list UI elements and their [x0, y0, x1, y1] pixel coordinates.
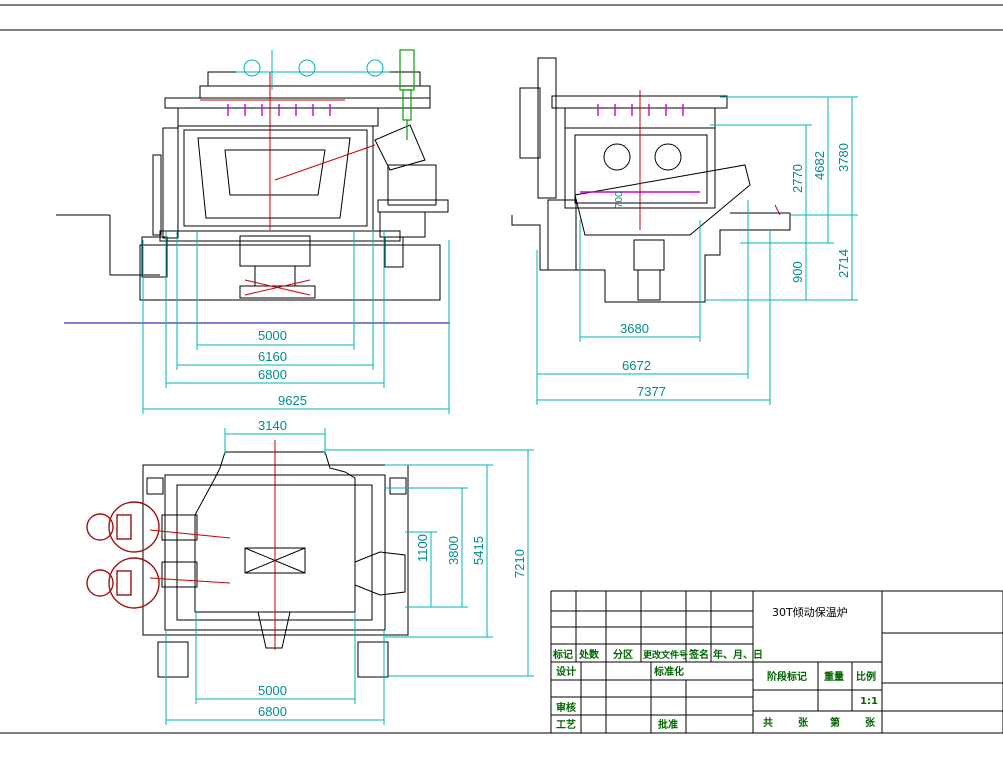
- tb-mark: 标记: [552, 648, 573, 661]
- title-block: [550, 590, 1003, 734]
- drawing-title: 30T倾动保温炉: [772, 605, 848, 619]
- top-dim-5415: 5415: [471, 536, 486, 565]
- front-view: 5000 6160 6800 9625: [56, 49, 450, 414]
- side-dim-700: 700: [614, 191, 625, 208]
- top-view: 3140 5000 6800 1100 3800 5415 7210: [86, 418, 534, 725]
- top-dim-1100: 1100: [415, 534, 430, 562]
- tb-design: 设计: [556, 665, 576, 678]
- side-dim-3680: 3680: [620, 321, 649, 336]
- sheet-border: [0, 4, 1003, 734]
- side-dim-7377: 7377: [637, 384, 666, 399]
- tb-page: 第: [830, 716, 840, 729]
- tb-count: 处数: [578, 648, 600, 661]
- top-dim-6800: 6800: [258, 704, 287, 719]
- front-dim-5000: 5000: [258, 328, 287, 343]
- tb-scale: 比例: [856, 670, 876, 683]
- side-dim-6672: 6672: [622, 358, 651, 373]
- side-dim-2770: 2770: [790, 164, 805, 193]
- tb-change-doc: 更改文件号: [643, 649, 688, 661]
- side-dim-4682: 4682: [812, 151, 827, 180]
- side-view: 3680 6672 7377 2770 4682 3780 900 2714 7…: [511, 57, 858, 405]
- top-dim-7210: 7210: [512, 549, 527, 578]
- tb-process: 工艺: [556, 718, 576, 731]
- tb-sheets: 张: [798, 716, 809, 729]
- tb-stage-mark: 阶段标记: [767, 670, 807, 683]
- top-dim-3140: 3140: [258, 418, 287, 433]
- tb-signature: 签名: [688, 648, 709, 661]
- top-dim-3800: 3800: [446, 536, 461, 565]
- tb-sheet2: 张: [865, 716, 876, 729]
- front-dim-9625: 9625: [278, 393, 307, 408]
- top-dim-5000: 5000: [258, 683, 287, 698]
- front-dim-6160: 6160: [258, 349, 287, 364]
- front-dim-6800: 6800: [258, 367, 287, 382]
- tb-approve: 批准: [658, 718, 678, 731]
- side-dim-2714: 2714: [836, 249, 851, 278]
- tb-date: 年、月、日: [713, 648, 763, 661]
- tb-weight: 重量: [824, 670, 844, 683]
- tb-total: 共: [763, 716, 773, 729]
- tb-zone: 分区: [613, 648, 633, 661]
- tb-review: 审核: [556, 701, 576, 714]
- tb-scale-value: 1:1: [860, 696, 878, 707]
- tb-standardize: 标准化: [653, 665, 684, 678]
- side-dim-3780: 3780: [836, 143, 851, 172]
- side-dim-900: 900: [790, 261, 805, 283]
